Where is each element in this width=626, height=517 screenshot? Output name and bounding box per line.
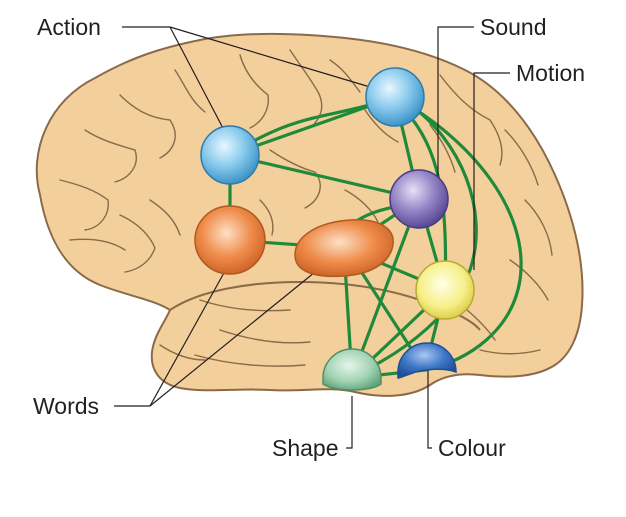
sound-node	[389, 169, 449, 229]
words-node-temporal	[294, 219, 394, 278]
sound-label: Sound	[480, 14, 547, 40]
action-node-parietal	[365, 67, 425, 127]
motion-leader	[473, 72, 510, 270]
shape-node	[322, 348, 382, 391]
sound-leader	[437, 26, 474, 198]
labels: Action Sound Motion Words Shape Colour	[33, 14, 585, 461]
colour-label: Colour	[438, 435, 506, 461]
action-node-frontal	[200, 125, 260, 185]
motion-label: Motion	[516, 60, 585, 86]
words-node-frontal	[194, 205, 266, 275]
action-label: Action	[37, 14, 101, 40]
colour-node	[397, 342, 457, 379]
leader-lines	[114, 26, 510, 449]
colour-leader	[427, 368, 432, 449]
shape-leader	[346, 396, 353, 449]
network-nodes	[194, 67, 475, 391]
motion-node	[415, 260, 475, 320]
shape-label: Shape	[272, 435, 339, 461]
words-label: Words	[33, 393, 99, 419]
